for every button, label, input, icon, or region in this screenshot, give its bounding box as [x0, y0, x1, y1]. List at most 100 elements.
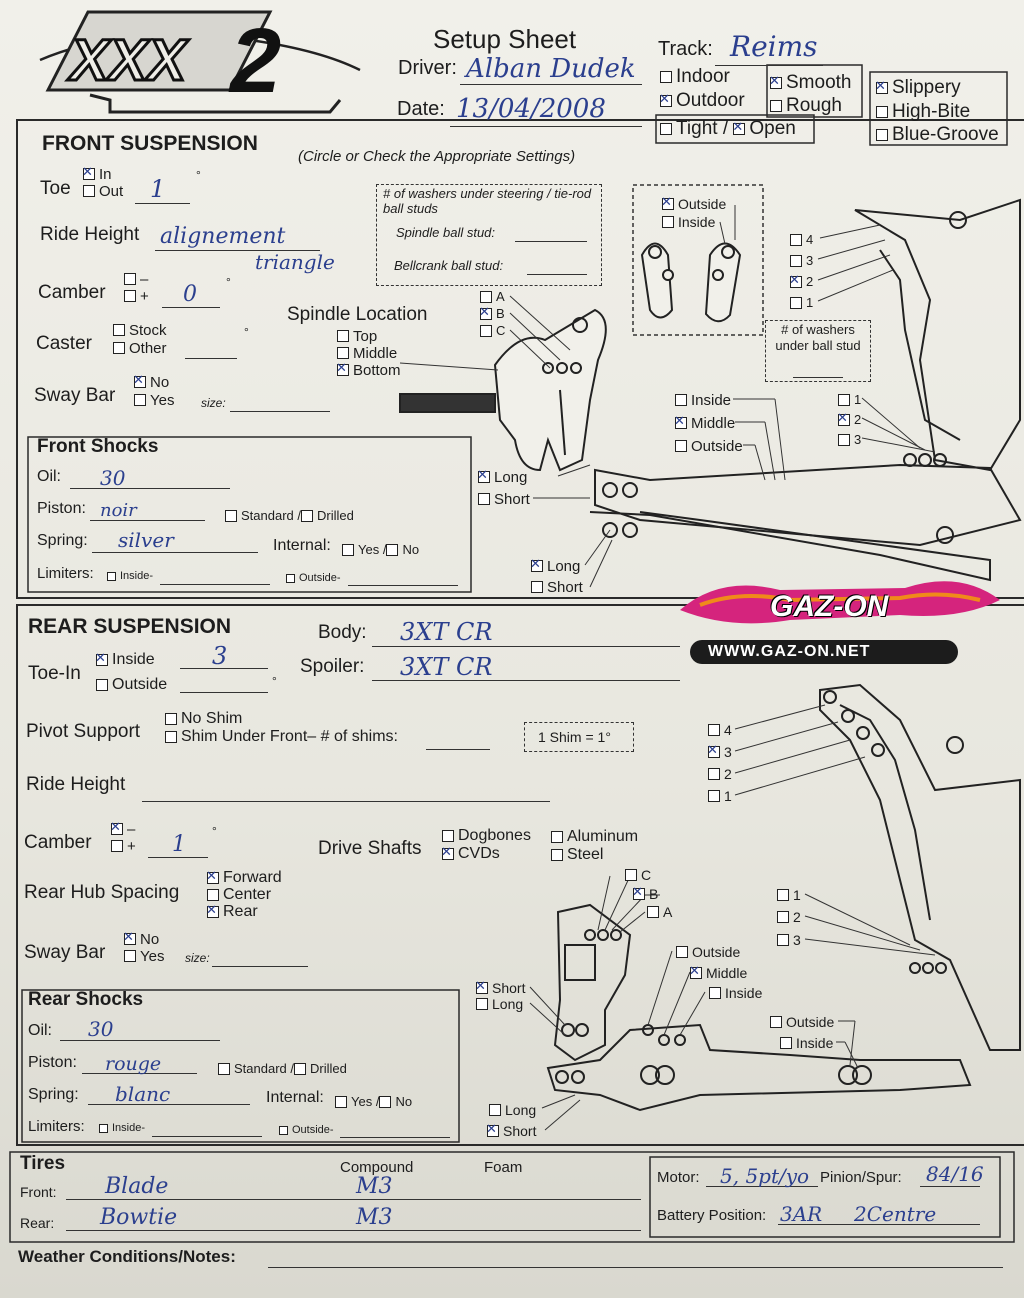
rear-chassis-3-option[interactable]: 3 [777, 931, 801, 948]
rear-chassis-2-checkbox[interactable] [777, 911, 789, 924]
hub-c-checkbox[interactable] [625, 869, 637, 882]
rear-pos-4-option[interactable]: 4 [708, 721, 732, 738]
hub-short-option[interactable]: Short [475, 978, 525, 996]
front-pos-1-option[interactable]: 1 [790, 294, 813, 310]
rear-limiter-inside-checkbox[interactable] [99, 1123, 108, 1133]
rear-chassis-1-option[interactable]: 1 [777, 886, 801, 903]
rear-toe-outside-option[interactable]: Outside [96, 676, 167, 694]
spindle-a-checkbox[interactable] [480, 290, 492, 303]
blue-groove-checkbox[interactable] [876, 129, 888, 141]
rear-camber-minus-checkbox[interactable] [110, 819, 123, 836]
caster-stock-checkbox[interactable] [113, 324, 125, 337]
rear-limiter-outside[interactable]: Outside- [279, 1124, 334, 1136]
rear-arm-short-option[interactable]: Short [486, 1121, 536, 1139]
front-limiter-outside-checkbox[interactable] [286, 573, 295, 583]
steering-outside-option[interactable]: Outside [661, 194, 726, 212]
tire-rear-field[interactable]: Bowtie [100, 1205, 178, 1230]
spindle-top-checkbox[interactable] [337, 330, 349, 343]
hub-short-checkbox[interactable] [475, 978, 488, 995]
rear-arm-inside-option[interactable]: Inside [709, 984, 762, 1001]
arm-long-option[interactable]: Long [530, 556, 580, 575]
arm-inside-checkbox[interactable] [675, 394, 687, 407]
rear-limiter-outside-checkbox[interactable] [279, 1125, 288, 1135]
rear-inner-inside-option[interactable]: Inside [780, 1034, 833, 1051]
arm-long-checkbox[interactable] [530, 556, 543, 573]
shim-front-option[interactable]: Shim Under Front– # of shims: [165, 728, 398, 746]
toe-in-checkbox[interactable] [82, 164, 95, 181]
front-piston-field[interactable]: noir [100, 500, 137, 521]
rear-pos-2-option[interactable]: 2 [708, 765, 732, 782]
ride-height-field-2[interactable]: triangle [255, 250, 335, 274]
spoiler-field[interactable]: 3XT CR [400, 653, 493, 681]
hub-b-checkbox[interactable] [632, 884, 645, 901]
dogbones-option[interactable]: Dogbones [442, 827, 531, 845]
toe-in-option[interactable]: In [82, 164, 112, 183]
rear-toe-outside-checkbox[interactable] [96, 679, 108, 691]
front-limiter-inside[interactable]: Inside- [107, 570, 153, 582]
rear-arm-long-option[interactable]: Long [489, 1101, 536, 1118]
arm-outside-option[interactable]: Outside [675, 437, 743, 455]
hub-a-option[interactable]: A [647, 903, 672, 920]
hub-center-checkbox[interactable] [207, 889, 219, 901]
caster-other-option[interactable]: Other [113, 339, 167, 357]
rear-pos-1-checkbox[interactable] [708, 790, 720, 803]
front-chassis-1-option[interactable]: 1 [838, 391, 861, 407]
tire-front-field[interactable]: Blade [105, 1174, 169, 1199]
rear-pos-3-option[interactable]: 3 [707, 742, 732, 760]
arm-inside-option[interactable]: Inside [675, 391, 731, 409]
steering-inside-option[interactable]: Inside [662, 213, 715, 230]
high-bite-checkbox[interactable] [876, 106, 888, 118]
shock-top-short-option[interactable]: Short [478, 490, 530, 508]
arm-outside-checkbox[interactable] [675, 440, 687, 453]
rough-checkbox[interactable] [770, 100, 782, 112]
front-sway-yes-option[interactable]: Yes [134, 391, 174, 409]
tire-rear-compound-field[interactable]: M3 [356, 1205, 393, 1230]
front-internal-options[interactable]: Yes / No [342, 541, 419, 557]
front-pos-3-checkbox[interactable] [790, 254, 802, 267]
rear-toe-field[interactable]: 3 [212, 642, 228, 670]
camber-minus-checkbox[interactable] [124, 273, 136, 286]
front-sway-no-checkbox[interactable] [133, 372, 146, 389]
front-piston-type[interactable]: Standard / Drilled [225, 507, 354, 523]
front-chassis-2-option[interactable]: 2 [837, 410, 861, 428]
front-internal-no-checkbox[interactable] [386, 543, 399, 556]
hub-rear-option[interactable]: Rear [206, 902, 258, 921]
front-drilled-checkbox[interactable] [301, 509, 313, 522]
arm-middle-checkbox[interactable] [674, 413, 687, 430]
rear-pos-3-checkbox[interactable] [707, 742, 720, 759]
rear-inner-inside-checkbox[interactable] [780, 1037, 792, 1050]
front-pos-4-checkbox[interactable] [790, 233, 802, 246]
aluminum-checkbox[interactable] [551, 831, 563, 843]
rear-camber-field[interactable]: 1 [172, 832, 186, 857]
hub-forward-checkbox[interactable] [206, 868, 219, 884]
tire-front-compound-field[interactable]: M3 [356, 1174, 393, 1199]
high-bite-option[interactable]: High-Bite [876, 101, 970, 123]
spindle-middle-checkbox[interactable] [337, 347, 349, 360]
rear-arm-middle-checkbox[interactable] [689, 963, 702, 980]
rear-toe-inside-option[interactable]: Inside [95, 650, 155, 669]
rear-sway-yes-option[interactable]: Yes [124, 947, 164, 965]
rear-pos-2-checkbox[interactable] [708, 768, 720, 781]
hub-c-option[interactable]: C [625, 866, 651, 883]
battery-position-field[interactable]: 3AR 2Centre [780, 1202, 937, 1226]
rear-inner-outside-option[interactable]: Outside [770, 1013, 834, 1030]
toe-out-checkbox[interactable] [83, 185, 95, 198]
front-oil-field[interactable]: 30 [100, 466, 126, 490]
rear-pos-4-checkbox[interactable] [708, 724, 720, 737]
rear-arm-middle-option[interactable]: Middle [689, 963, 747, 981]
rear-piston-type[interactable]: Standard / Drilled [218, 1060, 347, 1076]
spindle-b-checkbox[interactable] [479, 304, 492, 320]
hub-forward-option[interactable]: Forward [206, 868, 282, 887]
smooth-option[interactable]: Smooth [769, 72, 851, 94]
rear-limiter-inside[interactable]: Inside- [99, 1122, 145, 1134]
rear-internal-yes-checkbox[interactable] [335, 1095, 347, 1108]
no-shim-option[interactable]: No Shim [165, 710, 242, 728]
rear-spring-field[interactable]: blanc [115, 1082, 171, 1106]
spindle-top-option[interactable]: Top [337, 327, 377, 345]
spindle-middle-option[interactable]: Middle [337, 344, 397, 362]
front-chassis-3-checkbox[interactable] [838, 433, 850, 446]
tight-open-option[interactable]: Tight / Open [660, 118, 796, 140]
rear-pos-1-option[interactable]: 1 [708, 787, 732, 804]
rear-oil-field[interactable]: 30 [88, 1017, 114, 1041]
arm-middle-option[interactable]: Middle [674, 413, 735, 432]
